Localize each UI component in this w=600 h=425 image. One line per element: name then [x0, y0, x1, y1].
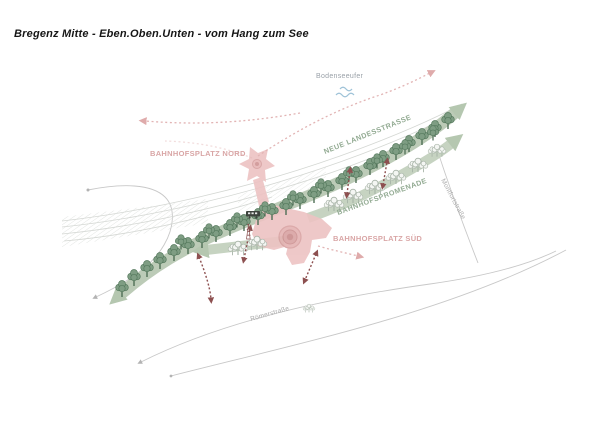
lake-waves-icon — [335, 86, 355, 98]
cross-link-arrow — [302, 249, 319, 285]
label-plaza-north: BAHNHOFSPLATZ NORD — [150, 149, 246, 158]
label-plaza-south: BAHNHOFSPLATZ SÜD — [333, 234, 422, 243]
plaza-south-circle — [278, 225, 302, 249]
flow-plaza-east — [317, 245, 365, 260]
label-roman-street: Römerstraße — [250, 305, 291, 323]
page-title: Bregenz Mitte - Eben.Oben.Unten - vom Ha… — [14, 28, 309, 40]
tower-icon — [246, 223, 251, 240]
label-montfort-street: Montfortstraße — [439, 178, 466, 221]
plaza-north-circle — [252, 159, 262, 169]
train-station-icon — [246, 211, 260, 219]
cross-link-arrow-curved — [196, 252, 215, 304]
plaza-connector-road — [253, 177, 269, 206]
road-node-dot — [86, 188, 90, 192]
pedestrian-flow-lines — [138, 70, 436, 260]
outline-tree-cluster-icon — [303, 304, 315, 312]
label-lake-shore: Bodenseeufer — [316, 73, 364, 80]
flow-to-lake — [257, 70, 436, 157]
roemer-street-line-2 — [170, 249, 567, 377]
flow-to-west — [138, 112, 301, 126]
road-node-dot — [169, 374, 173, 378]
flow-faint-west — [164, 140, 253, 159]
roemer-street-line — [137, 250, 557, 364]
